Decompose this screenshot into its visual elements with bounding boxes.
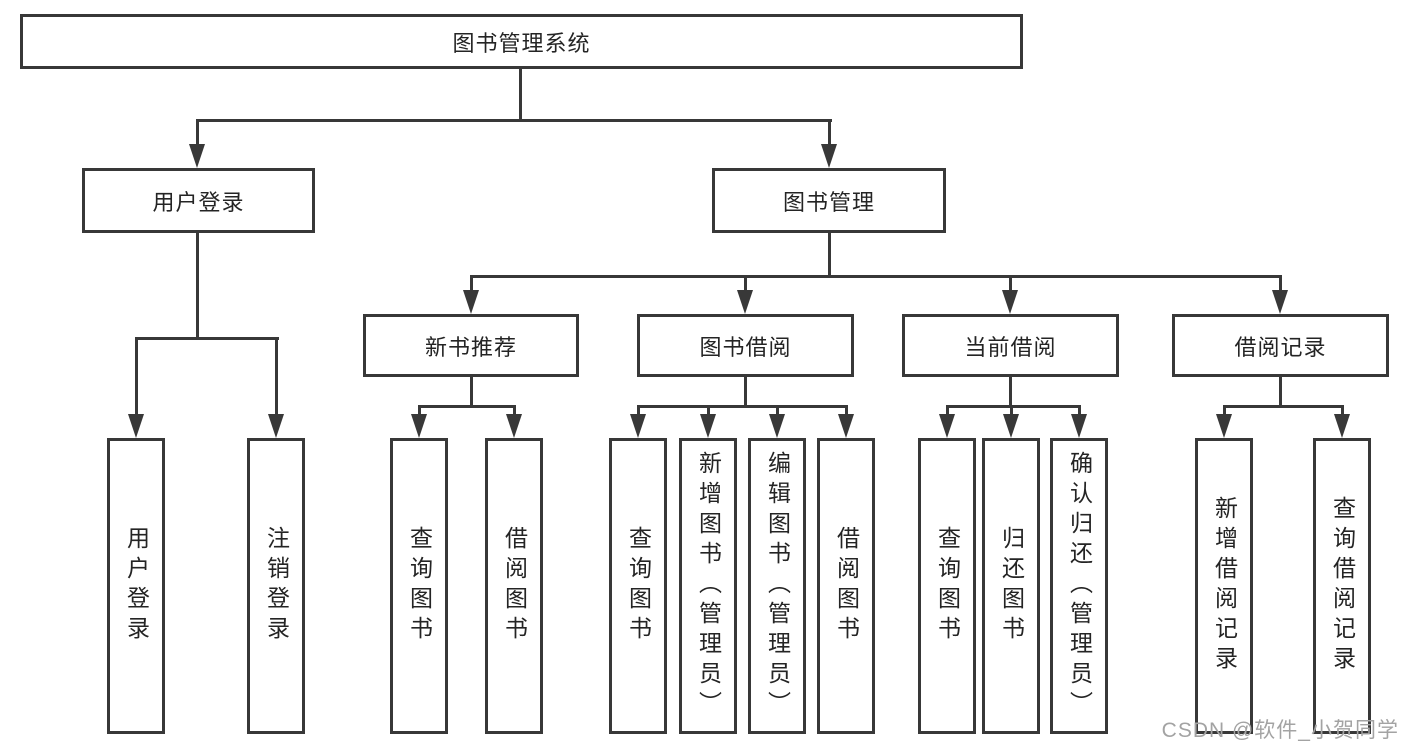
leaf-query-books-recommend: 查询图书 bbox=[390, 438, 448, 734]
connector-line bbox=[1010, 405, 1013, 417]
arrowhead-down-icon bbox=[939, 414, 955, 438]
connector-line bbox=[135, 337, 279, 340]
connector-line bbox=[828, 119, 831, 147]
arrowhead-down-icon bbox=[189, 144, 205, 168]
connector-line bbox=[1279, 275, 1282, 293]
connector-line bbox=[418, 405, 516, 408]
node-current-borrowing: 当前借阅 bbox=[902, 314, 1119, 377]
connector-line bbox=[1223, 405, 1344, 408]
node-book-borrowing: 图书借阅 bbox=[637, 314, 854, 377]
connector-line bbox=[637, 405, 640, 417]
connector-line bbox=[1078, 405, 1081, 417]
connector-line bbox=[519, 69, 522, 121]
arrowhead-down-icon bbox=[1002, 290, 1018, 314]
connector-line bbox=[1223, 405, 1226, 417]
arrowhead-down-icon bbox=[1071, 414, 1087, 438]
arrowhead-down-icon bbox=[1272, 290, 1288, 314]
arrowhead-down-icon bbox=[506, 414, 522, 438]
leaf-add-books-admin: 新增图书（管理员） bbox=[679, 438, 737, 734]
connector-line bbox=[1279, 377, 1282, 408]
leaf-return-books: 归还图书 bbox=[982, 438, 1040, 734]
connector-line bbox=[470, 377, 473, 408]
leaf-borrow-books: 借阅图书 bbox=[817, 438, 875, 734]
arrowhead-down-icon bbox=[821, 144, 837, 168]
arrowhead-down-icon bbox=[1334, 414, 1350, 438]
connector-line bbox=[196, 119, 832, 122]
connector-line bbox=[744, 275, 747, 293]
connector-line bbox=[707, 405, 710, 417]
connector-line bbox=[1009, 275, 1012, 293]
leaf-edit-books-admin: 编辑图书（管理员） bbox=[748, 438, 806, 734]
connector-line bbox=[470, 275, 473, 293]
arrowhead-down-icon bbox=[1216, 414, 1232, 438]
arrowhead-down-icon bbox=[769, 414, 785, 438]
connector-line bbox=[776, 405, 779, 417]
leaf-query-books-current: 查询图书 bbox=[918, 438, 976, 734]
arrowhead-down-icon bbox=[737, 290, 753, 314]
arrowhead-down-icon bbox=[268, 414, 284, 438]
node-new-book-recommendation: 新书推荐 bbox=[363, 314, 579, 377]
watermark: CSDN @软件_小贺同学 bbox=[1161, 719, 1399, 742]
arrowhead-down-icon bbox=[630, 414, 646, 438]
arrowhead-down-icon bbox=[463, 290, 479, 314]
connector-line bbox=[196, 119, 199, 147]
connector-line bbox=[196, 233, 199, 338]
node-book-management: 图书管理 bbox=[712, 168, 946, 233]
leaf-confirm-return-admin: 确认归还（管理员） bbox=[1050, 438, 1108, 734]
connector-line bbox=[470, 275, 1282, 278]
arrowhead-down-icon bbox=[411, 414, 427, 438]
connector-line bbox=[1009, 377, 1012, 408]
connector-line bbox=[1341, 405, 1344, 417]
leaf-user-login: 用户登录 bbox=[107, 438, 165, 734]
leaf-query-books-borrowing: 查询图书 bbox=[609, 438, 667, 734]
connector-line bbox=[513, 405, 516, 417]
connector-line bbox=[637, 405, 848, 408]
connector-line bbox=[418, 405, 421, 417]
node-borrowing-records: 借阅记录 bbox=[1172, 314, 1389, 377]
leaf-query-borrow-record: 查询借阅记录 bbox=[1313, 438, 1371, 734]
leaf-borrow-books-recommend: 借阅图书 bbox=[485, 438, 543, 734]
arrowhead-down-icon bbox=[700, 414, 716, 438]
connector-line bbox=[845, 405, 848, 417]
connector-line bbox=[946, 405, 1081, 408]
arrowhead-down-icon bbox=[1003, 414, 1019, 438]
leaf-logout: 注销登录 bbox=[247, 438, 305, 734]
node-library-management-system: 图书管理系统 bbox=[20, 14, 1023, 69]
connector-line bbox=[275, 337, 278, 417]
arrowhead-down-icon bbox=[128, 414, 144, 438]
connector-line bbox=[744, 377, 747, 408]
leaf-add-borrow-record: 新增借阅记录 bbox=[1195, 438, 1253, 734]
connector-line bbox=[135, 337, 138, 417]
connector-line bbox=[946, 405, 949, 417]
arrowhead-down-icon bbox=[838, 414, 854, 438]
node-user-login: 用户登录 bbox=[82, 168, 315, 233]
connector-line bbox=[828, 233, 831, 277]
